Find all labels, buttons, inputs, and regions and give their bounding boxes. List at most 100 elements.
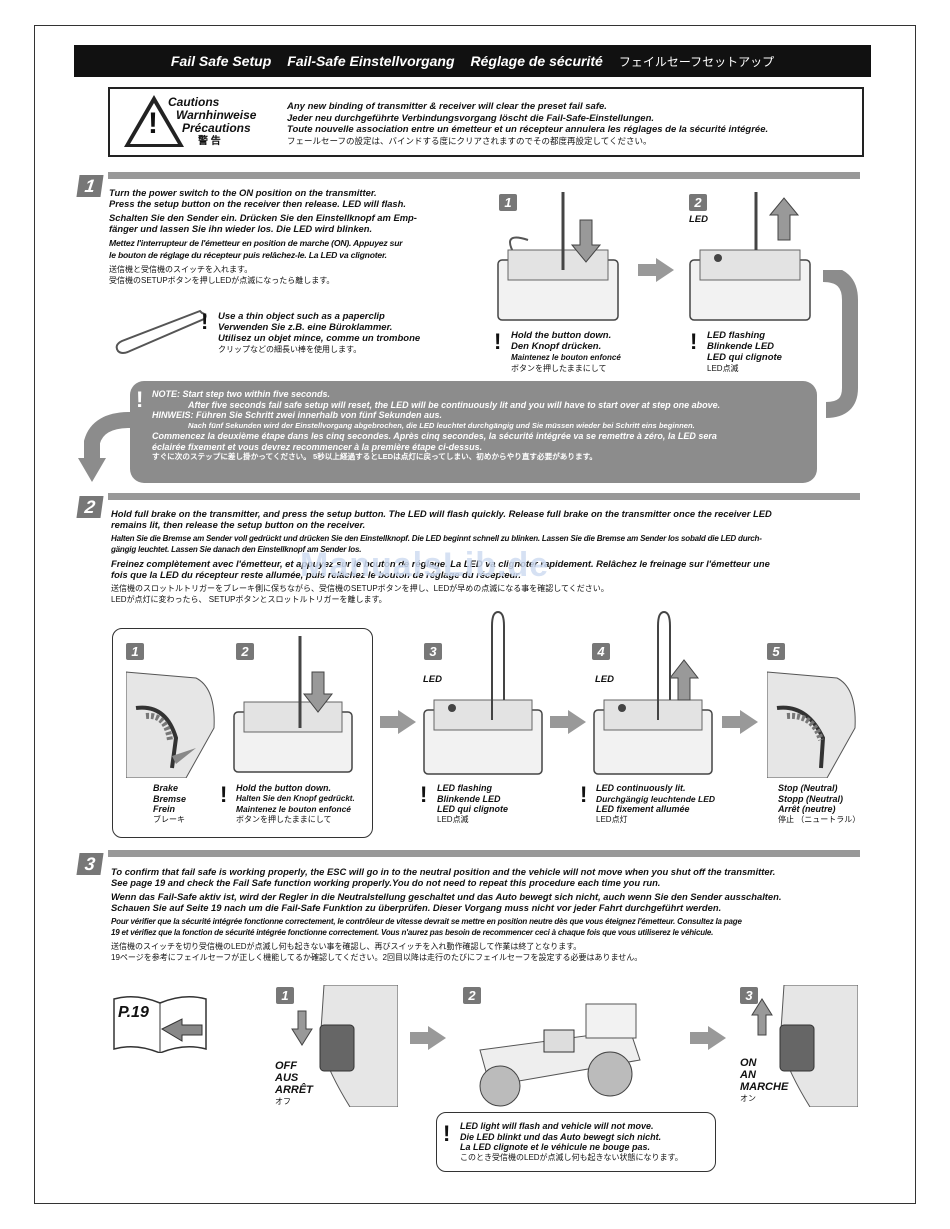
step-3-number: 3 <box>76 853 104 875</box>
transmitter-neutral-figure <box>767 671 856 778</box>
step-2-instructions: Hold full brake on the transmitter, and … <box>111 508 863 608</box>
brake-jp: ブレーキ <box>153 814 185 824</box>
step-2-number: 2 <box>76 496 104 518</box>
brake-de: Bremse <box>153 793 187 804</box>
step3-badge-3: 3 <box>740 987 758 1004</box>
note-l7: すぐに次のステップに差し掛かってください。 5秒以上経過するとLEDは点灯に戻っ… <box>152 452 598 461</box>
step2-fr1: Freinez complètement avec l'émetteur, et… <box>111 558 770 569</box>
arrow-body <box>638 264 656 276</box>
off-fr: ARRÊT <box>275 1084 313 1096</box>
hold-warning-icon: ! <box>494 329 502 354</box>
note-l1: NOTE: Start step two within five seconds… <box>152 389 331 399</box>
stop-fr: Arrêt (neutre) <box>778 804 836 814</box>
note-warning-icon: ! <box>136 387 144 412</box>
clip-note: Use a thin object such as a paperclip Ve… <box>218 311 420 355</box>
right-arrow-icon <box>398 710 416 734</box>
cautions-text: Any new binding of transmitter & receive… <box>287 101 768 147</box>
step3-fr2: 19 et vérifiez que la fonction de sécuri… <box>111 928 714 937</box>
step-1-number: 1 <box>76 175 104 197</box>
brake-fr: Frein <box>153 804 176 814</box>
step2-badge-3: 3 <box>424 643 442 660</box>
right-arrow-icon <box>568 710 586 734</box>
step-1-instructions: Turn the power switch to the ON position… <box>109 187 479 289</box>
hold-de: Den Knopf drücken. <box>511 341 602 352</box>
step1-en2: Press the setup button on the receiver t… <box>109 198 406 209</box>
step2-group-box <box>112 628 373 838</box>
off-jp: オフ <box>275 1097 291 1106</box>
step1-fig2-badge: 2 <box>689 194 707 211</box>
flash-de: Blinkende LED <box>707 341 775 352</box>
hold2-de: Halten Sie den Knopf gedrückt. <box>236 793 355 803</box>
transmitter-brake-figure <box>126 671 215 778</box>
step1-hold-caption: Hold the button down. Den Knopf drücken.… <box>511 330 621 374</box>
transmitter-off-figure <box>291 985 398 1107</box>
off-caption: OFF AUS ARRÊT オフ <box>275 1060 313 1108</box>
receiver-step2-figure-4 <box>593 610 713 775</box>
right-arrow-icon <box>656 258 674 282</box>
res-fr: La LED clignote et le véhicule ne bouge … <box>460 1142 651 1152</box>
step2-led3-label: LED <box>423 674 442 685</box>
clip-warning-icon: ! <box>201 309 209 334</box>
step1-fr2: le bouton de réglage du récepteur puis r… <box>109 250 387 260</box>
arrow-body <box>722 716 740 728</box>
step3-en1: To confirm that fail safe is working pro… <box>111 866 776 877</box>
clip-fr: Utilisez un objet mince, comme un trombo… <box>218 333 421 344</box>
header-title-de: Fail-Safe Einstellvorgang <box>287 53 455 69</box>
lit-jp: LED点灯 <box>596 814 628 824</box>
off-de: AUS <box>275 1072 299 1084</box>
cautions-line-en: Any new binding of transmitter & receive… <box>287 101 607 112</box>
receiver-step2-figure-3 <box>423 610 543 775</box>
step2-jp2: LEDが点灯に変わったら、 SETUPボタンとスロットルトリガーを離します。 <box>111 595 387 604</box>
res-de: Die LED blinkt und das Auto bewegt sich … <box>460 1131 662 1142</box>
lit-de: Durchgängig leuchtende LED <box>596 793 716 804</box>
right-arrow-icon <box>740 710 758 734</box>
cautions-line-de: Jeder neu durchgeführte Verbindungsvorga… <box>287 112 655 124</box>
step-3-instructions: To confirm that fail safe is working pro… <box>111 866 863 966</box>
step1-jp1: 送信機と受信機のスイッチを入れます。 <box>109 265 253 274</box>
flash2-de: Blinkende LED <box>437 793 501 804</box>
hold2-en: Hold the button down. <box>236 783 331 793</box>
step-1-bar <box>108 172 860 179</box>
header-title-en: Fail Safe Setup <box>170 53 272 69</box>
book-icon <box>113 996 207 1053</box>
page-ref: P.19 <box>118 1004 149 1021</box>
on-en: ON <box>740 1057 757 1069</box>
stop-jp: 停止 （ニュートラル） <box>778 814 861 824</box>
flash2-fr: LED qui clignote <box>437 804 508 814</box>
cautions-line-fr: Toute nouvelle association entre un émet… <box>287 124 769 135</box>
step2-jp1: 送信機のスロットルトリガーをブレーキ側に保ちながら、受信機のSETUPボタンを押… <box>111 584 609 593</box>
clip-en: Use a thin object such as a paperclip <box>218 311 385 322</box>
lit-en: LED continuously lit. <box>596 783 686 793</box>
flash-jp: LED点滅 <box>707 364 739 373</box>
step2-led4-label: LED <box>595 674 614 685</box>
arrow-body <box>550 716 568 728</box>
flash-fr: LED qui clignote <box>707 352 782 363</box>
clip-de: Verwenden Sie z.B. eine Büroklammer. <box>218 322 393 333</box>
cautions-box: ! Cautions Warnhinweise Précautions 警 告 … <box>108 87 864 157</box>
cautions-title-en: Cautions <box>168 95 220 109</box>
header-title-fr: Réglage de sécurité <box>470 53 603 69</box>
arrow-body <box>690 1032 708 1044</box>
receiver-step2-figure-2 <box>233 636 353 773</box>
step2-flash-caption: LED flashing Blinkende LED LED qui clign… <box>437 783 508 825</box>
step3-de2: Schauen Sie auf Seite 19 nach um die Fai… <box>111 902 722 913</box>
step2-de1: Halten Sie die Bremse am Sender voll ged… <box>111 534 762 543</box>
exclamation-icon: ! <box>148 107 158 140</box>
step2-lit-caption: LED continuously lit. Durchgängig leucht… <box>596 783 715 825</box>
page-header: Fail Safe Setup Fail-Safe Einstellvorgan… <box>74 45 871 77</box>
paperclip-icon <box>115 309 207 354</box>
receiver-figure-1 <box>497 192 619 321</box>
cautions-title-fr: Précautions <box>182 121 251 135</box>
step3-en2: See page 19 and check the Fail Safe func… <box>111 877 661 888</box>
lit-fr: LED fixement allumée <box>596 804 690 814</box>
note-l5: Commencez la deuxième étape dans les cin… <box>152 431 717 441</box>
result-text: LED light will flash and vehicle will no… <box>460 1121 683 1163</box>
stop-en: Stop (Neutral) <box>778 783 838 793</box>
step3-fr1: Pour vérifier que la sécurité intégrée f… <box>111 917 742 926</box>
step1-jp2: 受信機のSETUPボタンを押しLEDが点滅になったら離します。 <box>109 276 335 285</box>
warning-triangle-icon <box>124 95 184 147</box>
note-l3: HINWEIS: Führen Sie Schritt zwei innerha… <box>152 410 443 420</box>
hold-jp: ボタンを押したままにして <box>511 364 607 373</box>
on-caption: ON AN MARCHE オン <box>740 1057 788 1105</box>
on-de: AN <box>740 1069 756 1081</box>
